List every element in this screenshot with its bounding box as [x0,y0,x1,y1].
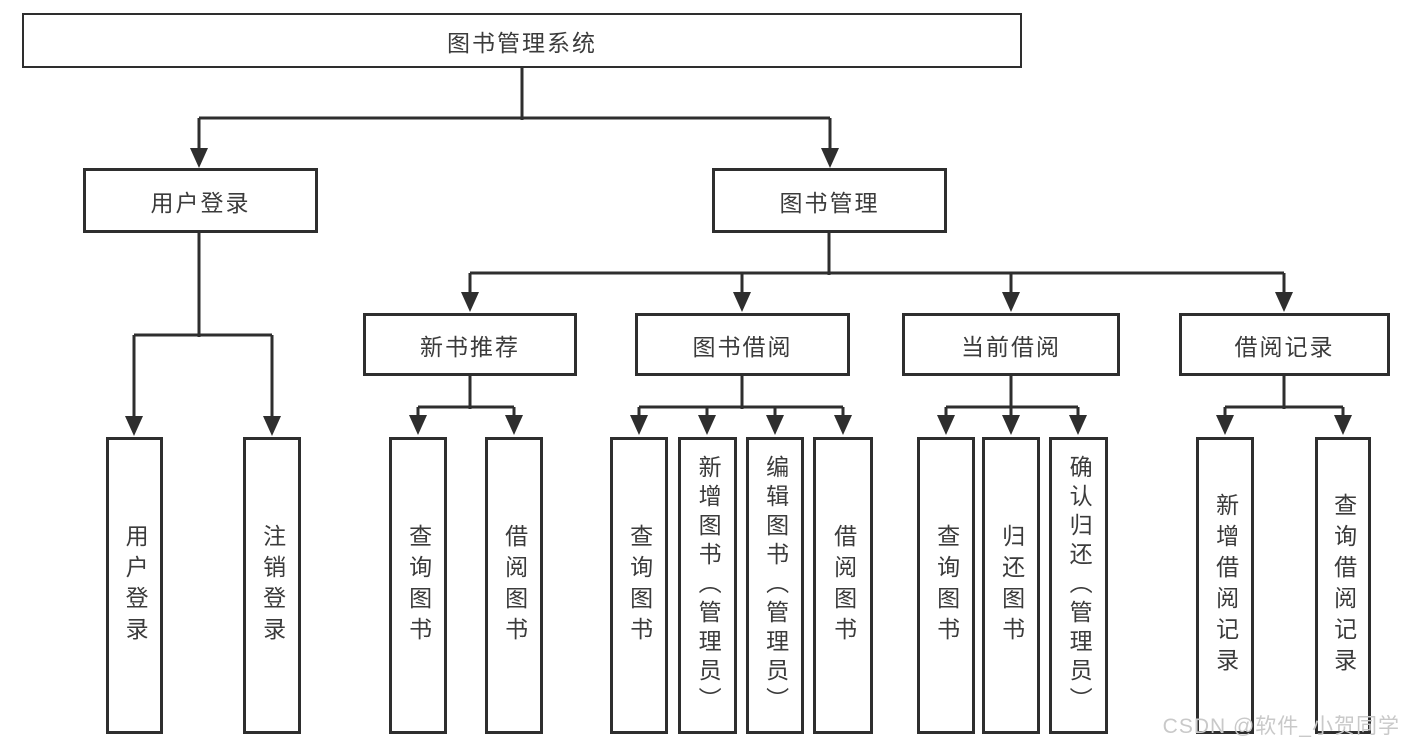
leaf-user-login: 用户登录 [106,437,163,734]
leaf-borrow-books-recommend: 借阅图书 [485,437,543,734]
node-library-management-system: 图书管理系统 [22,13,1022,68]
node-new-book-recommend: 新书推荐 [363,313,577,376]
leaf-add-book-admin: 新增图书（管理员） [678,437,737,734]
node-label: 图书借阅 [692,333,793,360]
leaf-query-borrow-record: 查询借阅记录 [1315,437,1371,734]
leaf-return-books: 归还图书 [982,437,1040,734]
node-label: 编辑图书（管理员） [762,455,789,716]
leaf-borrow-books: 借阅图书 [813,437,873,734]
node-label: 用户登录 [122,523,149,648]
csdn-watermark: CSDN @软件_小贺同学 [1162,715,1400,738]
node-book-management: 图书管理 [712,168,947,233]
node-label: 借阅图书 [501,523,528,648]
node-label: 借阅记录 [1234,333,1335,360]
node-book-borrowing: 图书借阅 [635,313,850,376]
node-user-login: 用户登录 [83,168,318,233]
node-label: 归还图书 [998,523,1025,648]
node-label: 借阅图书 [830,523,857,648]
node-label: 图书管理 [779,189,880,216]
leaf-query-books-borrow: 查询图书 [610,437,668,734]
leaf-query-books-recommend: 查询图书 [389,437,447,734]
leaf-confirm-return-admin: 确认归还（管理员） [1049,437,1108,734]
leaf-logout-login: 注销登录 [243,437,301,734]
leaf-edit-book-admin: 编辑图书（管理员） [746,437,804,734]
node-label: 新增图书（管理员） [695,455,722,716]
leaf-add-borrow-record: 新增借阅记录 [1196,437,1254,734]
node-label: 用户登录 [150,189,251,216]
node-current-borrowing: 当前借阅 [902,313,1120,376]
node-label: 新增借阅记录 [1212,492,1239,679]
node-borrowing-records: 借阅记录 [1179,313,1390,376]
node-label: 确认归还（管理员） [1066,455,1093,716]
leaf-query-books-current: 查询图书 [917,437,975,734]
node-label: 注销登录 [259,523,286,648]
node-label: 查询图书 [933,523,960,648]
node-label: 查询图书 [405,523,432,648]
node-label: 新书推荐 [420,333,520,360]
node-label: 查询图书 [626,523,653,648]
node-label: 图书管理系统 [447,29,597,56]
node-label: 查询借阅记录 [1330,492,1357,679]
node-label: 当前借阅 [961,333,1061,360]
